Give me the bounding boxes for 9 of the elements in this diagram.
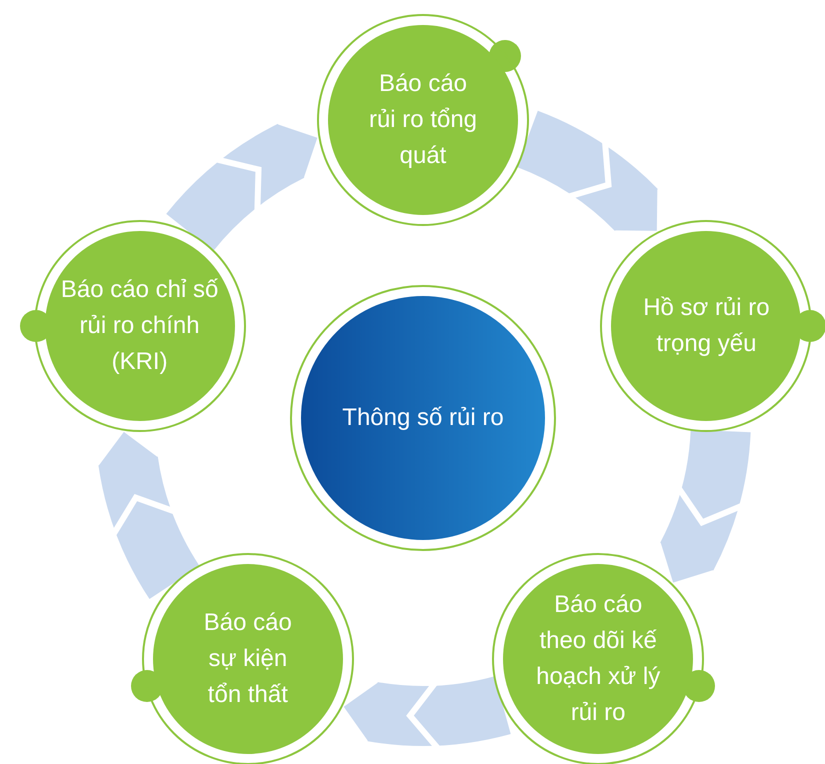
node-label: Báo cáo theo dõi kế hoạch xử lý rủi ro xyxy=(535,590,662,728)
ring-arrow xyxy=(344,676,510,746)
ring-arrow xyxy=(167,124,317,252)
node-label: Báo cáo sự kiện tổn thất xyxy=(202,608,293,710)
node-label: Báo cáo rủi ro tổng quát xyxy=(368,69,478,171)
node-label: Báo cáo chỉ số rủi ro chính (KRI) xyxy=(60,274,220,377)
node-label: Thông số rủi ro xyxy=(341,403,505,433)
node-label: Hồ sơ rủi ro trọng yếu xyxy=(642,292,771,359)
ring-arrow xyxy=(98,432,200,598)
